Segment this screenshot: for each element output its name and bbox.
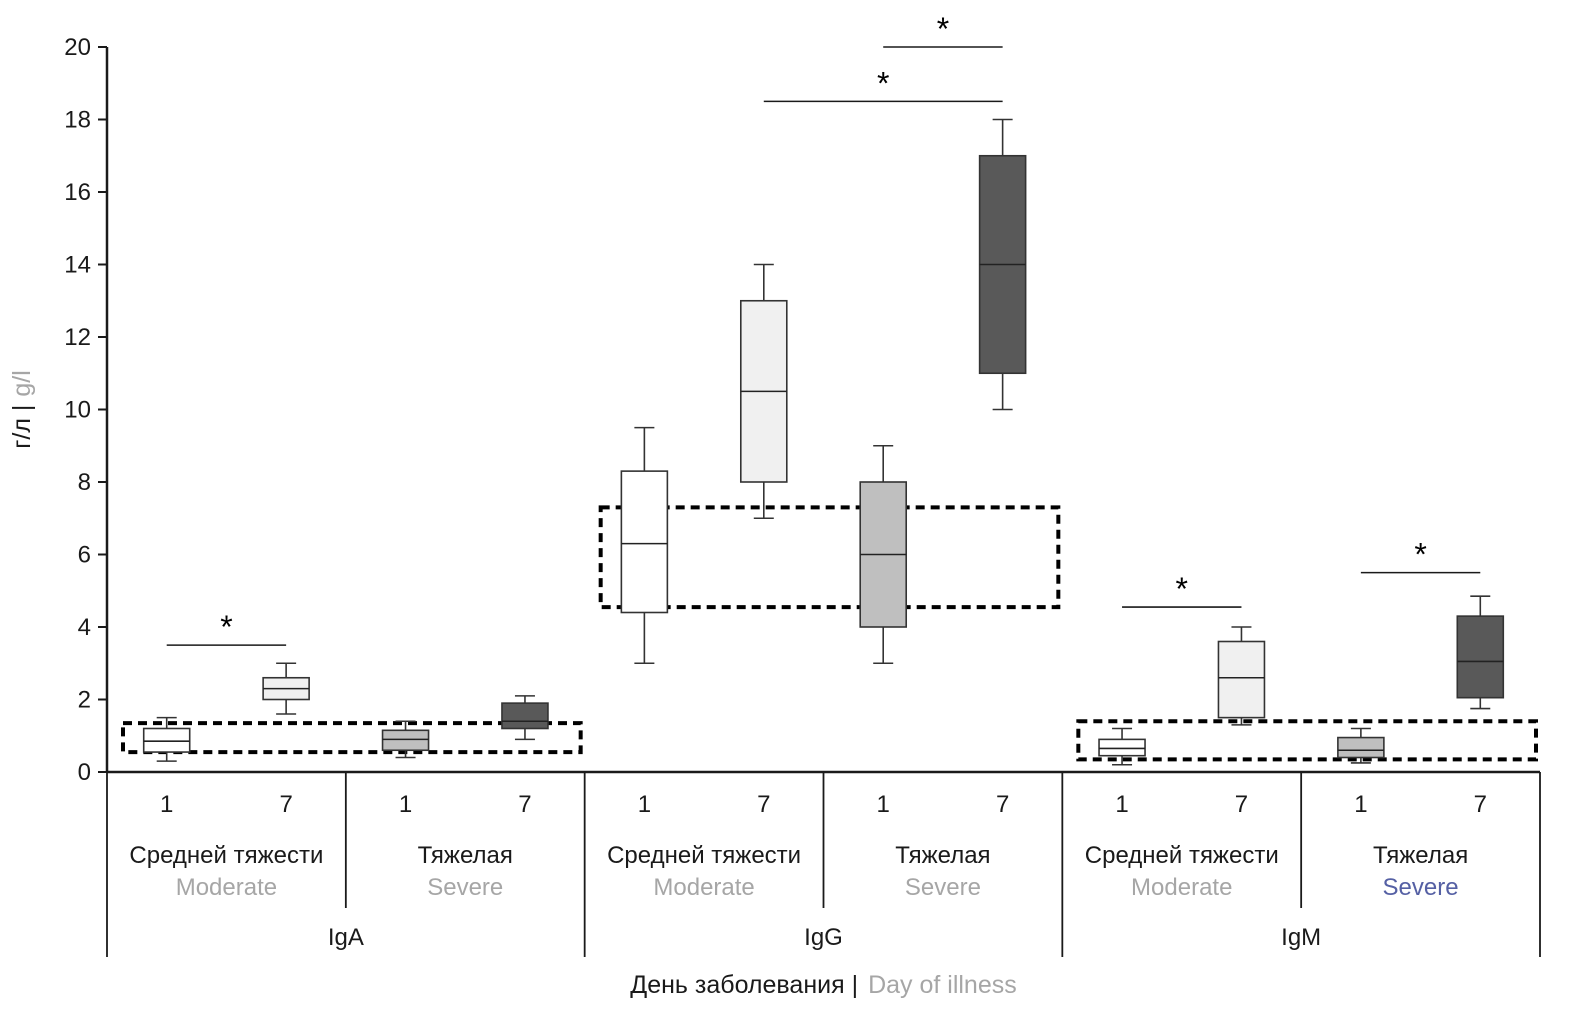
y-tick-label: 4 (78, 614, 91, 641)
y-axis-title: г/л |g/l (8, 370, 36, 449)
severity-label-en: Severe (905, 874, 981, 901)
severity-label-ru: Тяжелая (895, 842, 990, 869)
box-rect (620, 470, 669, 614)
day-tick-label: 7 (996, 791, 1009, 818)
box-rect (501, 702, 549, 730)
significance-asterisk: * (937, 11, 949, 47)
significance-asterisk: * (877, 65, 889, 101)
day-tick-label: 7 (1235, 791, 1248, 818)
box-rect (1217, 640, 1266, 719)
day-tick-label: 7 (757, 791, 770, 818)
severity-label-en: Moderate (1131, 874, 1232, 901)
group-label: IgM (1281, 924, 1321, 951)
day-tick-label: 1 (399, 791, 412, 818)
severity-label-en: Severe (1383, 874, 1459, 901)
day-tick-label: 1 (877, 791, 890, 818)
y-tick-label: 6 (78, 542, 91, 569)
y-tick-label: 8 (78, 469, 91, 496)
significance-asterisk: * (220, 609, 232, 645)
day-tick-label: 7 (279, 791, 292, 818)
reference-range-band (598, 505, 1061, 610)
y-tick-label: 20 (64, 34, 91, 61)
significance-asterisk: * (1176, 571, 1188, 607)
severity-label-ru: Средней тяжести (607, 842, 801, 869)
box-rect (1337, 736, 1385, 759)
y-tick-label: 2 (78, 687, 91, 714)
day-tick-label: 1 (160, 791, 173, 818)
box-rect (1456, 615, 1505, 699)
severity-label-en: Severe (427, 874, 503, 901)
y-tick-label: 18 (64, 107, 91, 134)
x-axis-title: День заболевания |Day of illness (630, 971, 1016, 999)
severity-label-ru: Тяжелая (1373, 842, 1468, 869)
severity-label-ru: Средней тяжести (1085, 842, 1279, 869)
day-tick-label: 1 (638, 791, 651, 818)
group-label: IgA (328, 924, 364, 951)
severity-label-en: Moderate (176, 874, 277, 901)
day-tick-label: 7 (1474, 791, 1487, 818)
reference-range-band (121, 721, 583, 755)
day-tick-label: 1 (1354, 791, 1367, 818)
y-tick-label: 0 (78, 759, 91, 786)
y-tick-label: 14 (64, 252, 91, 279)
y-tick-label: 12 (64, 324, 91, 351)
severity-label-ru: Средней тяжести (129, 842, 323, 869)
day-tick-label: 7 (518, 791, 531, 818)
severity-label-en: Moderate (653, 874, 754, 901)
significance-asterisk: * (1414, 537, 1426, 573)
y-tick-label: 10 (64, 397, 91, 424)
severity-label-ru: Тяжелая (418, 842, 513, 869)
reference-range-band (1076, 719, 1539, 762)
box-rect (381, 729, 430, 752)
day-tick-label: 1 (1115, 791, 1128, 818)
y-tick-label: 16 (64, 179, 91, 206)
box-rect (142, 727, 191, 753)
group-label: IgG (804, 924, 843, 951)
box-rect (1098, 738, 1146, 757)
